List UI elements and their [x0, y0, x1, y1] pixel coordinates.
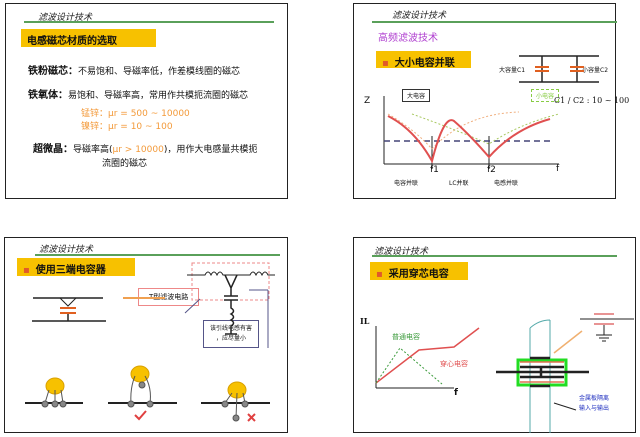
slide-header: 滤波设计技术	[38, 13, 93, 23]
normal-cap-label: 普通电容	[392, 333, 420, 341]
header-rule	[24, 21, 274, 23]
slide-subtitle: 高频滤波技术	[378, 33, 438, 44]
header-rule	[372, 255, 617, 257]
il-axis-label: IL	[360, 316, 370, 326]
z-axis-label: Z	[364, 96, 371, 106]
feedthrough-diagram	[375, 313, 634, 433]
f-axis-label: f	[454, 388, 458, 398]
check-icon	[134, 410, 147, 421]
slide-title-tag: 电感磁芯材质的选取	[21, 29, 156, 47]
f1-label: f1	[430, 165, 439, 175]
slide-hf-filter: 滤波设计技术 高频滤波技术 ▪大小电容并联 大容量C1 小容量C2 C1 / C…	[353, 3, 629, 199]
f-axis-label: f	[556, 164, 560, 174]
impedance-diagram	[383, 55, 599, 169]
nanocrystal-line: 超微晶：导磁率高(μr > 10000)，用作大电感量共模扼	[33, 144, 258, 155]
x-label-ind: 电感并联	[494, 180, 519, 187]
metal-plate-note: 金属板隔离输入与输出	[579, 395, 610, 412]
slide-inductor-core: 滤波设计技术 电感磁芯材质的选取 铁粉磁芯：不易饱和、导磁率低，作差模线圈的磁芯…	[5, 3, 288, 199]
x-label-cap: 电容并联	[394, 180, 419, 187]
slide-title-tag: ▪采用穿芯电容	[370, 262, 468, 280]
slide-header: 滤波设计技术	[392, 11, 447, 21]
small-cap-callout: 小电容	[531, 89, 560, 102]
header-rule	[372, 21, 617, 23]
slide-three-terminal-cap: 滤波设计技术 ▪使用三端电容器 T型滤波电路 该引线电感有害，应尽量小	[4, 237, 288, 433]
c1-label: 大容量C1	[499, 67, 526, 74]
slide-title-tag: ▪大小电容并联	[376, 51, 471, 69]
x-label-lc: LC并联	[449, 180, 469, 187]
big-cap-callout: 大电容	[402, 89, 431, 102]
cross-icon	[247, 413, 256, 422]
mnzn-line: 锰锌：μr = 500 ~ 10000	[81, 109, 190, 119]
three-terminal-diagram	[25, 262, 275, 422]
f2-label: f2	[487, 165, 496, 175]
slide-header: 滤波设计技术	[39, 245, 94, 255]
nizn-line: 镍锌：μr = 10 ~ 100	[81, 122, 173, 132]
c2-label: 小容量C2	[582, 67, 609, 74]
ratio-label: C1 / C2 : 10 ~ 100	[554, 96, 630, 105]
iron-powder-line: 铁粉磁芯：不易饱和、导磁率低，作差模线圈的磁芯	[28, 66, 241, 77]
ferrite-line: 铁氧体：易饱和、导磁率高，常用作共模扼流圈的磁芯	[28, 90, 249, 101]
slide-header: 滤波设计技术	[374, 247, 429, 257]
nanocrystal-line-2: 流圈的磁芯	[102, 159, 148, 169]
slide-title-tag: ▪使用三端电容器	[17, 258, 135, 276]
header-rule	[35, 254, 280, 256]
slide-feedthrough-cap: 滤波设计技术 ▪采用穿芯电容 IL f 普通电容 穿心电容 金属板隔离输入与输出	[353, 237, 636, 433]
feedthrough-label: 穿心电容	[440, 360, 468, 368]
